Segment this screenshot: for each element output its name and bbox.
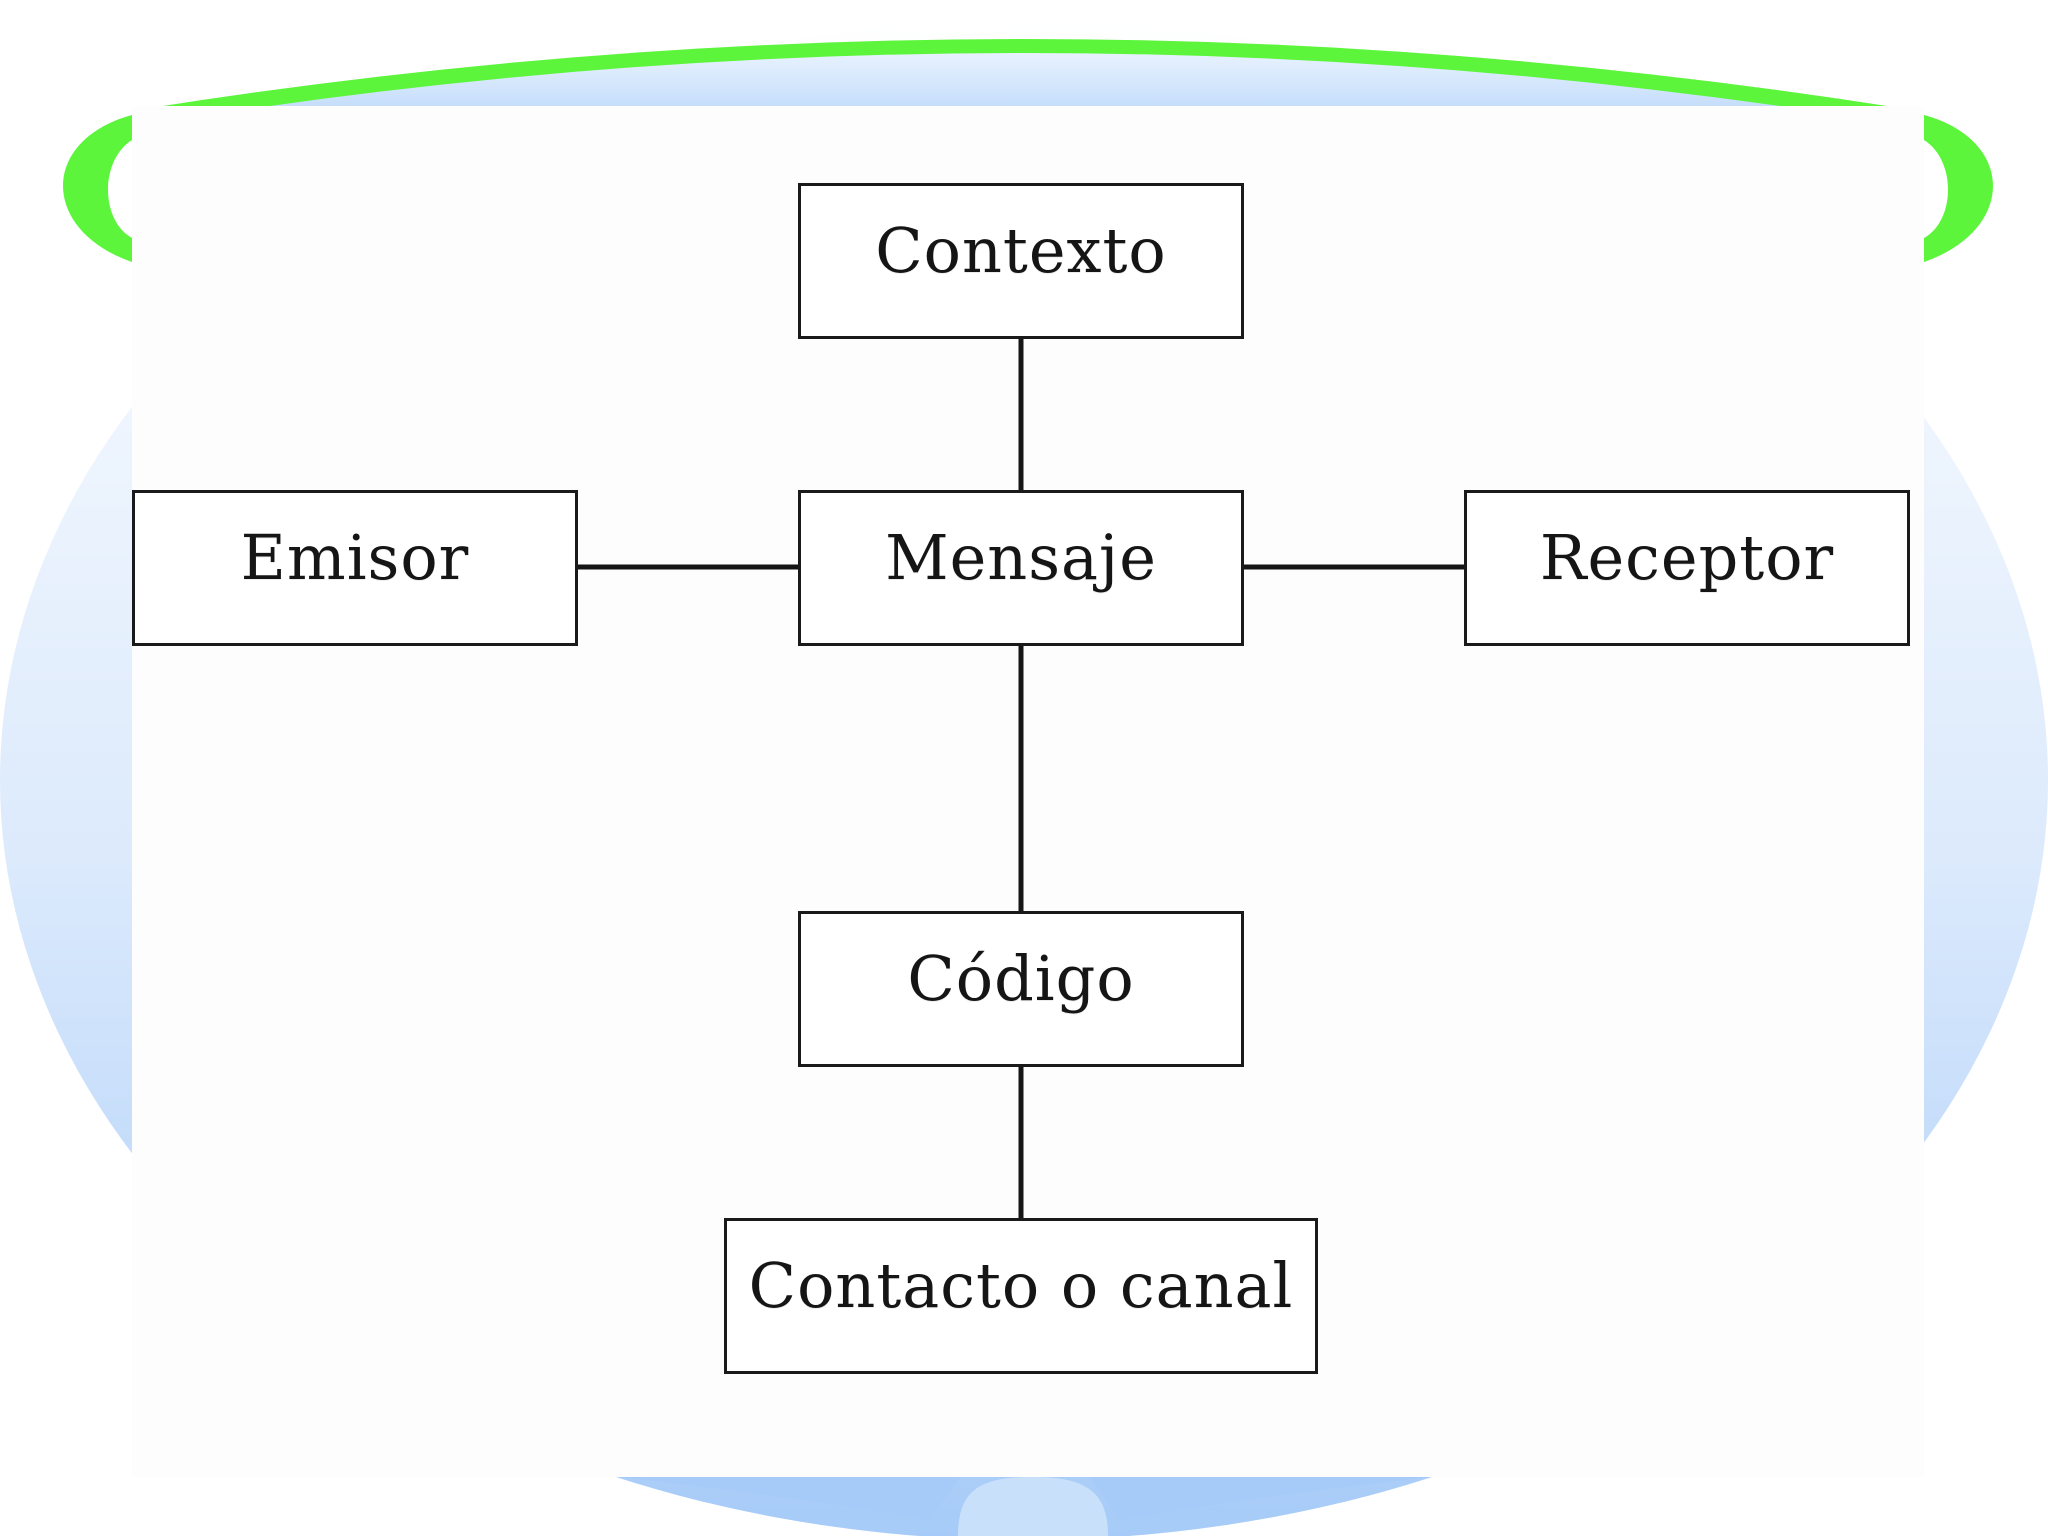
node-receptor: Receptor — [1464, 490, 1910, 646]
bottom-blue-wing-left — [620, 1477, 960, 1520]
node-mensaje: Mensaje — [798, 490, 1244, 646]
node-contexto-label: Contexto — [875, 214, 1167, 287]
node-contacto: Contacto o canal — [724, 1218, 1318, 1374]
node-codigo: Código — [798, 911, 1244, 1067]
node-contacto-label: Contacto o canal — [748, 1249, 1294, 1322]
top-green-arc — [150, 39, 1900, 130]
node-emisor: Emisor — [132, 490, 578, 646]
bottom-blue-knob — [958, 1477, 1108, 1536]
node-codigo-label: Código — [907, 942, 1135, 1015]
right-green-crescent — [1924, 115, 1993, 262]
node-emisor-label: Emisor — [240, 521, 470, 594]
node-contexto: Contexto — [798, 183, 1244, 339]
node-mensaje-label: Mensaje — [885, 521, 1157, 594]
node-receptor-label: Receptor — [1539, 521, 1835, 594]
bottom-blue-wing-right — [1090, 1477, 1430, 1520]
top-blue-arc — [270, 53, 1780, 106]
left-green-crescent — [63, 115, 132, 262]
